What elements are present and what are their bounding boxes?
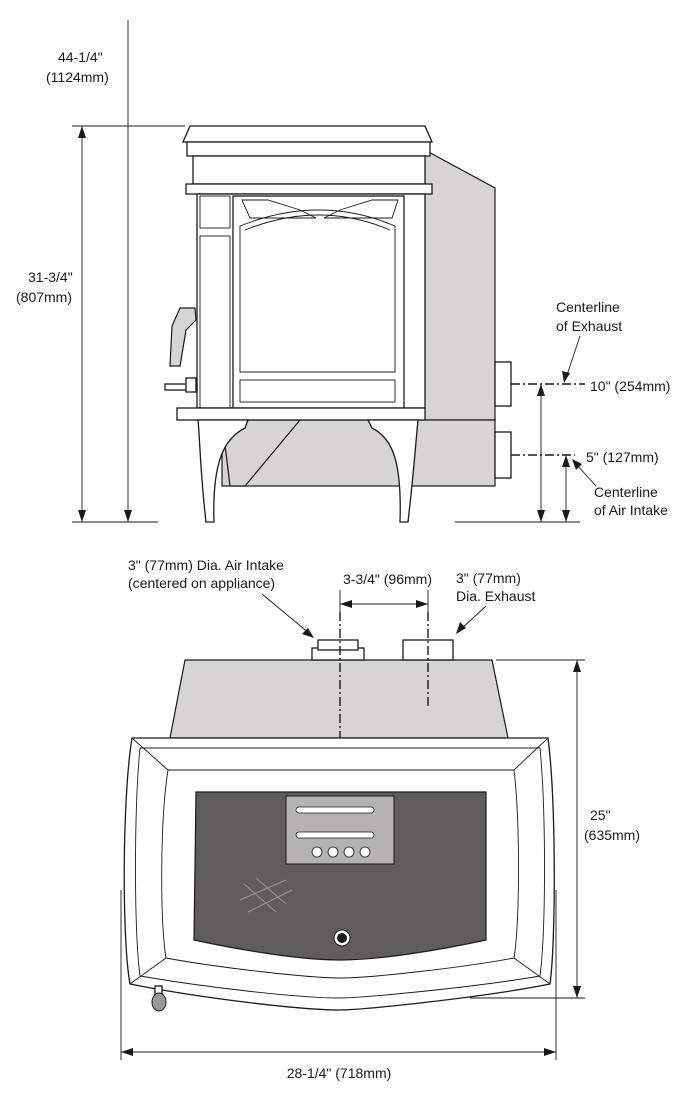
- bevel-corner-br: [513, 957, 551, 985]
- reflection-line: [239, 879, 287, 901]
- ash-lever-post: [185, 377, 197, 393]
- intake-label-line2: of Air Intake: [594, 502, 668, 518]
- body-height-imperial: 31-3/4": [28, 269, 73, 285]
- air-intake-label-line2: (centered on appliance): [128, 575, 275, 591]
- knob-center: [337, 933, 347, 943]
- front-leg: [197, 419, 249, 523]
- arrowhead: [456, 622, 466, 634]
- bevel-corner-tl: [131, 737, 169, 771]
- arrowhead: [416, 600, 428, 608]
- exhaust-label-line2: of Exhaust: [556, 318, 622, 334]
- door-arch-inner: [244, 214, 391, 231]
- arrowhead: [537, 384, 545, 396]
- depth-metric: (635mm): [584, 827, 640, 843]
- control-slider-1: [295, 806, 375, 814]
- stove-top-inner: [161, 769, 519, 979]
- intake-leader: [575, 463, 597, 487]
- door-lower-panel: [239, 379, 396, 403]
- door-handle-icon: [169, 307, 197, 367]
- arrowhead: [562, 510, 570, 522]
- top-view: 3" (77mm) Dia. Air Intake (centered on a…: [120, 557, 640, 1081]
- stove-door: [232, 195, 405, 409]
- side-panel-upper: [199, 195, 231, 229]
- handle-knob: [151, 992, 167, 1012]
- depth-imperial: 25": [590, 807, 611, 823]
- door-vent-left: [241, 199, 317, 219]
- exhaust-leader: [565, 335, 581, 379]
- ash-lever: [164, 383, 198, 391]
- overall-height-imperial: 44-1/4": [58, 49, 103, 65]
- arrowhead: [573, 986, 581, 998]
- arrowhead: [340, 600, 352, 608]
- control-button-3: [343, 846, 355, 858]
- arrowhead: [302, 628, 314, 638]
- reflection-line: [255, 877, 287, 905]
- hearth-plate: [176, 407, 426, 421]
- intake-vent: [494, 431, 512, 479]
- reflection-line: [247, 889, 293, 913]
- exhaust-height-label: 10" (254mm): [590, 378, 670, 394]
- arrowhead: [121, 1048, 133, 1056]
- intake-label-line1: Centerline: [594, 484, 658, 500]
- arrowhead: [544, 1048, 556, 1056]
- air-intake-pipe-inner: [317, 639, 359, 651]
- control-slider-2: [295, 831, 375, 839]
- arrowhead: [572, 459, 582, 470]
- control-button-4: [359, 846, 371, 858]
- top-band-rim: [185, 183, 433, 195]
- air-intake-leader: [261, 593, 311, 635]
- back-leg: [366, 419, 419, 523]
- arrowhead: [537, 510, 545, 522]
- control-button-1: [311, 846, 323, 858]
- glass-panel: [193, 791, 487, 961]
- overall-height-metric: (1124mm): [46, 69, 109, 85]
- control-panel: [285, 795, 395, 865]
- arrowhead: [78, 510, 86, 522]
- exhaust-leader: [459, 605, 487, 631]
- width-label: 28-1/4" (718mm): [287, 1065, 392, 1081]
- door-vent-right: [323, 199, 399, 219]
- rear-housing: [169, 659, 509, 739]
- exhaust-label-line2: Dia. Exhaust: [456, 588, 535, 604]
- exhaust-vent: [494, 361, 512, 407]
- body-height-metric: (807mm): [16, 289, 72, 305]
- reflection-line: [243, 883, 277, 913]
- side-view: 44-1/4" (1124mm) 31-3/4" (807mm) Centerl…: [16, 20, 670, 523]
- arrowhead: [78, 126, 86, 138]
- top-collar: [186, 141, 431, 157]
- arrowhead: [573, 660, 581, 672]
- control-button-2: [327, 846, 339, 858]
- stove-top-bevel: [135, 747, 545, 999]
- air-intake-label-line1: 3" (77mm) Dia. Air Intake: [128, 557, 284, 573]
- bevel-corner-bl: [129, 957, 167, 985]
- arrowhead: [124, 510, 132, 522]
- exhaust-label-line1: Centerline: [556, 299, 620, 315]
- intake-height-label: 5" (127mm): [586, 449, 659, 465]
- top-band: [192, 155, 426, 185]
- exhaust-label-line1: 3" (77mm): [456, 570, 521, 586]
- arrowhead: [562, 371, 570, 383]
- arrowhead: [562, 455, 570, 467]
- bevel-corner-tr: [513, 737, 549, 771]
- top-cap: [182, 125, 433, 143]
- spacing-label: 3-3/4" (96mm): [343, 571, 432, 587]
